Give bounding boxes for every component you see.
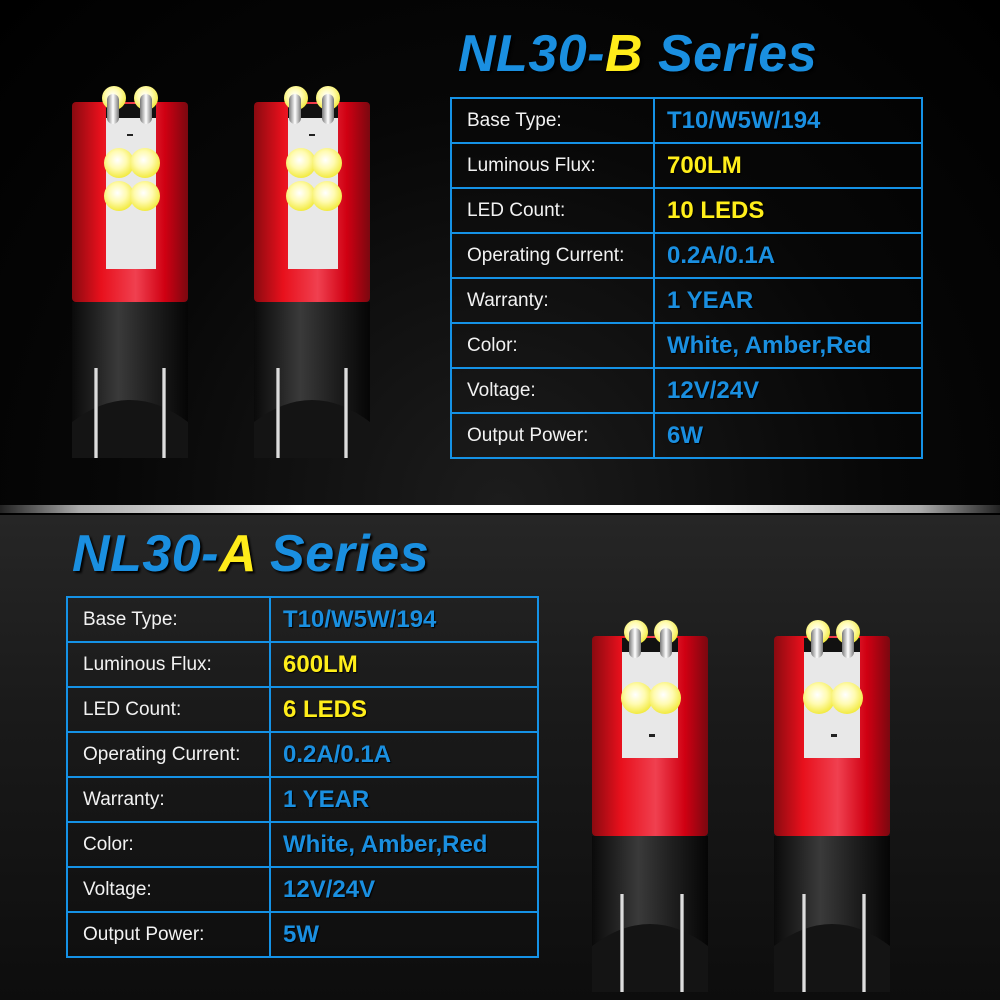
- bulb-a-2-image: [774, 620, 890, 992]
- spec-label: Base Type:: [66, 596, 271, 643]
- spec-label: LED Count:: [450, 187, 655, 234]
- bulb-a-1-image: [592, 620, 708, 992]
- spec-value: 700LM: [653, 142, 923, 189]
- section-divider: [0, 505, 1000, 513]
- spec-value: 1 YEAR: [653, 277, 923, 324]
- spec-value: White, Amber,Red: [269, 821, 539, 868]
- spec-label: Luminous Flux:: [66, 641, 271, 688]
- spec-label: Output Power:: [450, 412, 655, 459]
- spec-row-output-power: Output Power:5W: [66, 911, 539, 958]
- bulb-b-1-image: [72, 86, 188, 458]
- spec-row-voltage: Voltage:12V/24V: [66, 866, 539, 913]
- spec-value: T10/W5W/194: [269, 596, 539, 643]
- spec-row-base-type: Base Type:T10/W5W/194: [66, 596, 539, 643]
- spec-value: 0.2A/0.1A: [653, 232, 923, 279]
- spec-value: 1 YEAR: [269, 776, 539, 823]
- spec-label: Voltage:: [450, 367, 655, 414]
- spec-value: 0.2A/0.1A: [269, 731, 539, 778]
- spec-row-luminous-flux: Luminous Flux:600LM: [66, 641, 539, 688]
- spec-row-operating-current: Operating Current:0.2A/0.1A: [66, 731, 539, 778]
- spec-row-led-count: LED Count:6 LEDS: [66, 686, 539, 733]
- spec-value: 12V/24V: [653, 367, 923, 414]
- spec-value: 600LM: [269, 641, 539, 688]
- spec-label: Operating Current:: [450, 232, 655, 279]
- spec-label: Operating Current:: [66, 731, 271, 778]
- spec-label: Warranty:: [66, 776, 271, 823]
- spec-row-base-type: Base Type:T10/W5W/194: [450, 97, 923, 144]
- spec-label: Voltage:: [66, 866, 271, 913]
- spec-value: White, Amber,Red: [653, 322, 923, 369]
- series-a-title-suffix: Series: [255, 525, 430, 583]
- bulb-b-2-image: [254, 86, 370, 458]
- series-a-title-letter: A: [218, 525, 256, 583]
- spec-label: Color:: [66, 821, 271, 868]
- series-b-title-suffix: Series: [643, 25, 818, 83]
- spec-row-luminous-flux: Luminous Flux:700LM: [450, 142, 923, 189]
- spec-label: Color:: [450, 322, 655, 369]
- series-b-spec-table: Base Type:T10/W5W/194 Luminous Flux:700L…: [450, 97, 923, 459]
- spec-value: 6 LEDS: [269, 686, 539, 733]
- series-a-title: NL30-A Series: [72, 524, 429, 584]
- spec-row-color: Color:White, Amber,Red: [450, 322, 923, 369]
- spec-row-voltage: Voltage:12V/24V: [450, 367, 923, 414]
- series-a-title-prefix: NL30-: [72, 525, 219, 583]
- spec-row-color: Color:White, Amber,Red: [66, 821, 539, 868]
- spec-value: T10/W5W/194: [653, 97, 923, 144]
- spec-label: Luminous Flux:: [450, 142, 655, 189]
- spec-label: Warranty:: [450, 277, 655, 324]
- spec-row-operating-current: Operating Current:0.2A/0.1A: [450, 232, 923, 279]
- spec-row-warranty: Warranty:1 YEAR: [450, 277, 923, 324]
- series-b-title-prefix: NL30-: [458, 25, 605, 83]
- series-b-title: NL30-B Series: [458, 24, 817, 84]
- series-a-spec-table: Base Type:T10/W5W/194 Luminous Flux:600L…: [66, 596, 539, 958]
- spec-value: 10 LEDS: [653, 187, 923, 234]
- spec-label: LED Count:: [66, 686, 271, 733]
- spec-value: 5W: [269, 911, 539, 958]
- spec-value: 12V/24V: [269, 866, 539, 913]
- spec-row-output-power: Output Power:6W: [450, 412, 923, 459]
- spec-value: 6W: [653, 412, 923, 459]
- spec-row-warranty: Warranty:1 YEAR: [66, 776, 539, 823]
- spec-label: Output Power:: [66, 911, 271, 958]
- spec-label: Base Type:: [450, 97, 655, 144]
- series-b-title-letter: B: [604, 25, 644, 83]
- spec-row-led-count: LED Count:10 LEDS: [450, 187, 923, 234]
